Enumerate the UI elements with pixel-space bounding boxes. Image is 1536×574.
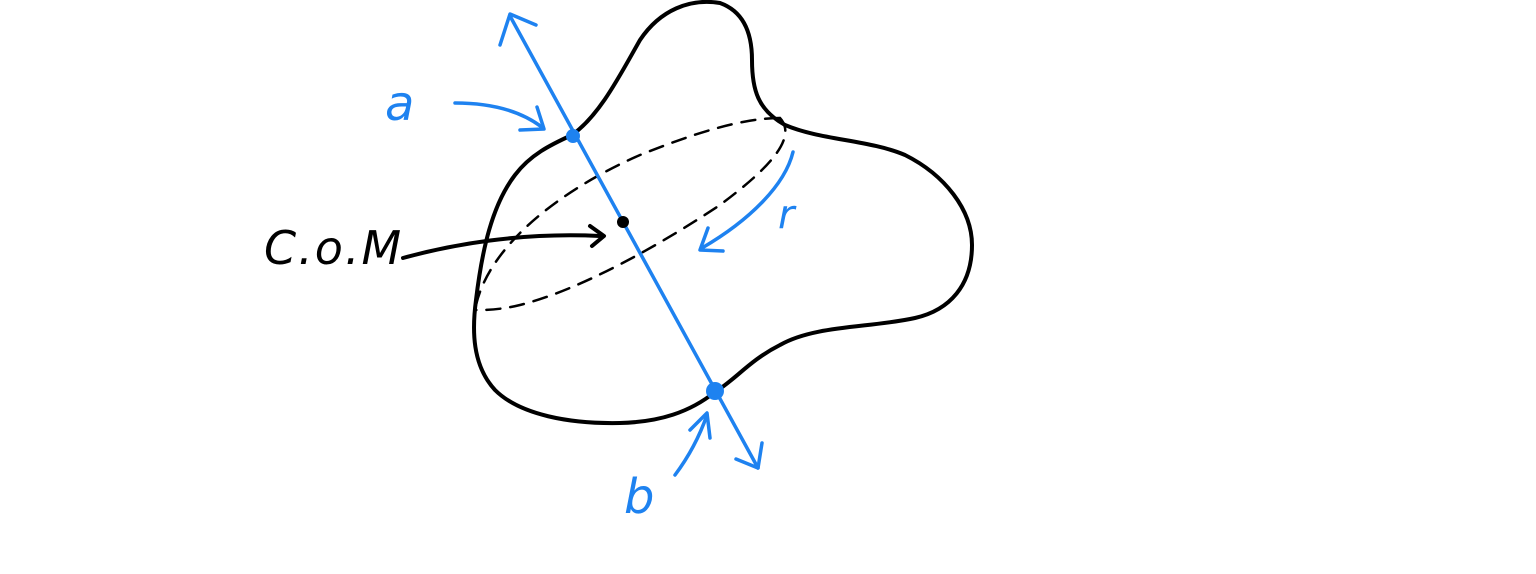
arrow-to-com-head <box>588 224 606 248</box>
body-outline <box>471 0 974 426</box>
com-marker <box>617 216 629 228</box>
rotation-arrow <box>700 150 795 250</box>
arrow-to-b-head <box>688 411 712 440</box>
cross-section-back <box>474 116 782 307</box>
point-b-marker <box>706 382 724 400</box>
axis-top-arrowhead <box>498 12 538 47</box>
label-a: a <box>385 76 414 132</box>
arrow-to-a-head <box>518 105 546 132</box>
label-com: C.o.M <box>264 221 403 275</box>
cross-section-front <box>474 116 787 312</box>
rotation-arrow-head <box>698 226 725 253</box>
label-b: b <box>624 469 654 525</box>
arrow-to-b <box>673 413 709 477</box>
arrow-to-a <box>453 101 545 130</box>
rotation-axis-line <box>508 14 760 470</box>
axis-bottom-arrowhead <box>734 441 764 470</box>
arrow-to-com <box>401 233 602 260</box>
label-r: r <box>778 192 797 238</box>
point-a-marker <box>566 129 580 143</box>
